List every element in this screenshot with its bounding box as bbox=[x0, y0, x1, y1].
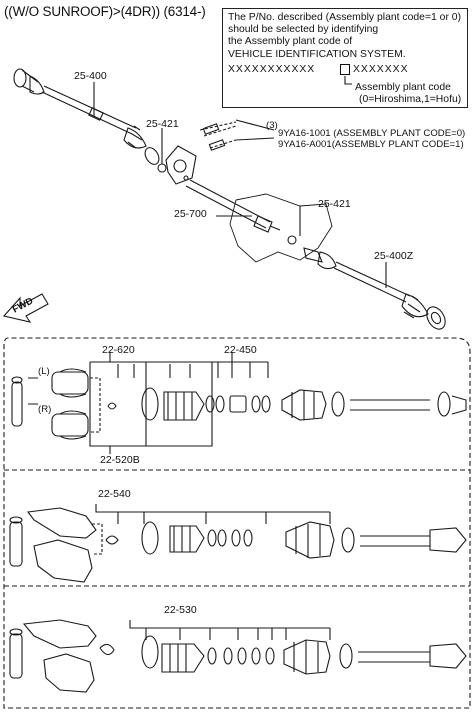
vin-left: XXXXXXXXXXX bbox=[228, 64, 316, 75]
label-qty: (3) bbox=[266, 120, 278, 131]
clip-25-421-b bbox=[287, 235, 297, 245]
label-left: (L) bbox=[38, 366, 50, 377]
label-25-400z: 25-400Z bbox=[374, 250, 414, 262]
breakdown-frame bbox=[3, 337, 471, 709]
label-25-400: 25-400 bbox=[74, 70, 107, 82]
row1-parts bbox=[11, 368, 467, 440]
vin-right: XXXXXXX bbox=[353, 64, 409, 75]
note-line-1: The P/No. described (Assembly plant code… bbox=[228, 12, 462, 23]
label-25-421-a: 25-421 bbox=[146, 118, 179, 130]
label-plant-1: 9YA16-A001(ASSEMBLY PLANT CODE=1) bbox=[278, 139, 464, 150]
plant-code-values: (0=Hiroshima,1=Hofu) bbox=[359, 94, 462, 105]
note-line-2: should be selected by identifying bbox=[228, 24, 379, 35]
note-line-4: VEHICLE IDENTIFICATION SYSTEM. bbox=[228, 49, 406, 60]
fwd-arrow-icon bbox=[2, 293, 49, 323]
label-22-450: 22-450 bbox=[224, 344, 257, 356]
label-25-700: 25-700 bbox=[174, 208, 207, 220]
label-22-530: 22-530 bbox=[164, 604, 197, 616]
drive-shaft-right bbox=[303, 247, 446, 330]
diagram-title: ((W/O SUNROOF)>(4DR)) (6314-) bbox=[4, 4, 206, 19]
bracket-22-530 bbox=[129, 620, 331, 640]
clip-25-421-a bbox=[157, 163, 167, 173]
label-right: (R) bbox=[38, 404, 52, 415]
row2-parts bbox=[9, 507, 467, 583]
bracket-22-540 bbox=[95, 504, 331, 524]
plant-code-label: Assembly plant code bbox=[355, 82, 451, 93]
bracket-22-520b bbox=[89, 361, 213, 447]
drive-shaft-left bbox=[13, 68, 160, 165]
plant-code-leader bbox=[344, 76, 352, 85]
label-22-540: 22-540 bbox=[98, 488, 131, 500]
label-25-421-b: 25-421 bbox=[318, 198, 351, 210]
label-plant-0: 9YA16-1001 (ASSEMBLY PLANT CODE=0) bbox=[278, 128, 466, 139]
row3-parts bbox=[9, 619, 467, 693]
note-line-3: the Assembly plant code of bbox=[228, 36, 353, 47]
assembly-plant-note: The P/No. described (Assembly plant code… bbox=[222, 8, 468, 108]
label-22-620: 22-620 bbox=[102, 344, 135, 356]
label-22-520b: 22-520B bbox=[100, 454, 140, 466]
bearing-bracket bbox=[165, 119, 275, 185]
transaxle-outline bbox=[229, 193, 333, 263]
plant-code-box bbox=[340, 64, 350, 75]
intermediate-shaft bbox=[185, 179, 281, 233]
